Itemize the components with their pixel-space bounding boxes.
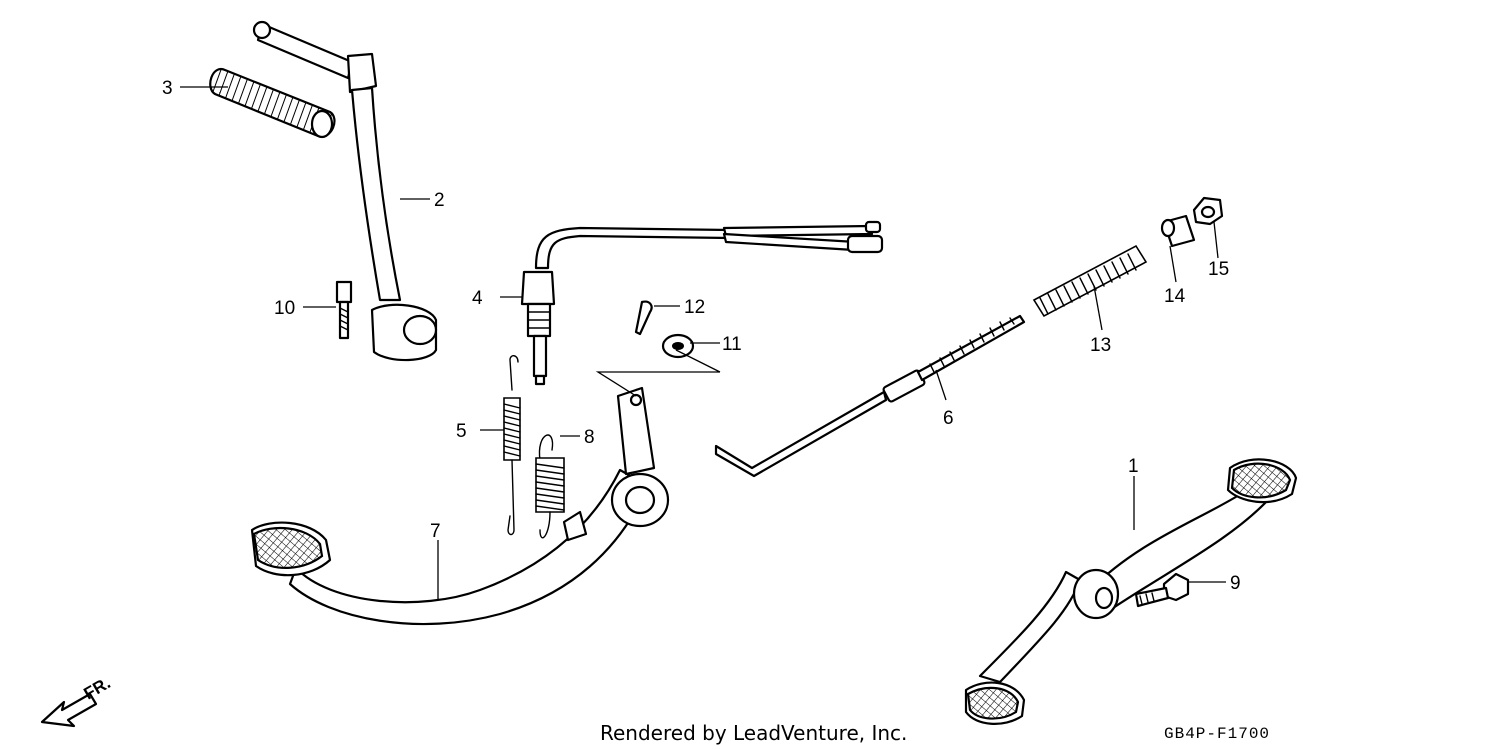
- brake-joint: [1160, 214, 1196, 248]
- kick-starter-grip: [209, 67, 336, 139]
- callout-11: 11: [722, 334, 742, 355]
- callout-9: 9: [1230, 573, 1241, 594]
- leader-lines: [180, 86, 1226, 600]
- callout-15: 15: [1208, 259, 1229, 280]
- step-bar: [964, 458, 1298, 725]
- callout-labels: 3 2 4 10 12 11 5 8 7 6 1 9 13 14 15: [162, 78, 1241, 594]
- stop-switch: [520, 220, 884, 386]
- callout-6: 6: [943, 408, 954, 429]
- bolt-part-10: [335, 280, 353, 340]
- callout-1: 1: [1128, 456, 1139, 477]
- diagram-code: GB4P-F1700: [1164, 725, 1270, 743]
- brake-pedal: [250, 386, 670, 626]
- adjusting-nut: [1192, 196, 1224, 226]
- callout-14: 14: [1164, 286, 1186, 307]
- footer-caption: Rendered by LeadVenture, Inc.: [600, 721, 907, 745]
- brake-rod: [714, 314, 1026, 478]
- callout-13: 13: [1090, 335, 1111, 356]
- callout-3: 3: [162, 78, 173, 99]
- brake-rod-spring: [1032, 244, 1148, 318]
- front-direction-arrow-icon: FR.: [40, 673, 114, 728]
- kick-starter-arm: [252, 20, 438, 362]
- callout-8: 8: [584, 427, 595, 448]
- callout-5: 5: [456, 421, 467, 442]
- bolt-part-9: [1134, 572, 1190, 608]
- spring-part-8: [535, 434, 565, 539]
- callout-10: 10: [274, 298, 295, 319]
- callout-7: 7: [430, 521, 441, 542]
- spring-part-5: [503, 355, 521, 536]
- cotter-pin: [634, 300, 653, 336]
- callout-4: 4: [472, 288, 483, 309]
- callout-2: 2: [434, 190, 445, 211]
- washer: [661, 333, 695, 359]
- callout-12: 12: [684, 297, 705, 318]
